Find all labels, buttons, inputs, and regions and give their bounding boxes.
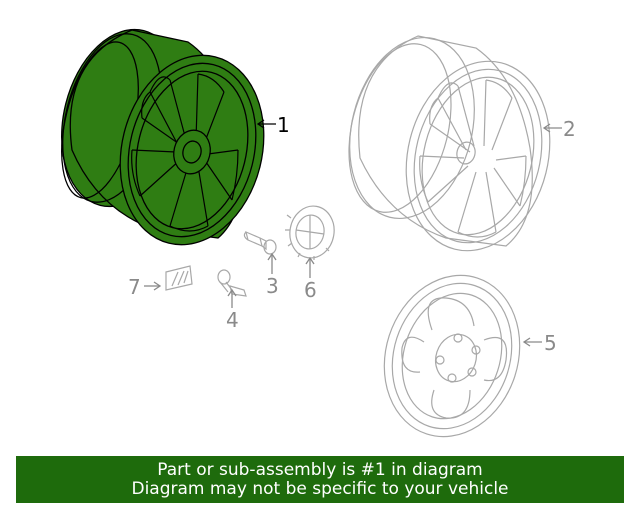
part-6-hub-cap[interactable] (285, 203, 338, 262)
leader-4 (227, 288, 237, 308)
callout-7[interactable]: 7 (128, 275, 141, 299)
leader-6 (305, 256, 315, 278)
leader-3 (267, 252, 277, 274)
callout-1[interactable]: 1 (277, 113, 290, 137)
part-3-wheel-bolt[interactable] (243, 230, 277, 255)
leader-2 (542, 123, 562, 133)
leader-7 (144, 281, 162, 291)
banner-line-part-info: Part or sub-assembly is #1 in diagram (157, 459, 483, 480)
callout-5[interactable]: 5 (544, 331, 557, 355)
part-2-alloy-wheel[interactable] (332, 24, 570, 266)
callout-3[interactable]: 3 (266, 274, 279, 298)
part-1-alloy-wheel[interactable] (44, 17, 283, 260)
leader-1 (256, 119, 276, 129)
callout-leaders (144, 119, 562, 347)
callout-labels: 1 2 3 4 5 6 7 (128, 113, 576, 355)
part-7-emblem[interactable] (165, 265, 193, 291)
callout-4[interactable]: 4 (226, 308, 239, 332)
info-banner: Part or sub-assembly is #1 in diagram Di… (16, 456, 624, 503)
callout-2[interactable]: 2 (563, 117, 576, 141)
part-5-spare-wheel[interactable] (364, 258, 540, 455)
parts-diagram: 1 2 3 4 5 6 7 (44, 17, 576, 455)
banner-line-disclaimer: Diagram may not be specific to your vehi… (131, 478, 509, 499)
callout-6[interactable]: 6 (304, 278, 317, 302)
leader-5 (522, 337, 542, 347)
